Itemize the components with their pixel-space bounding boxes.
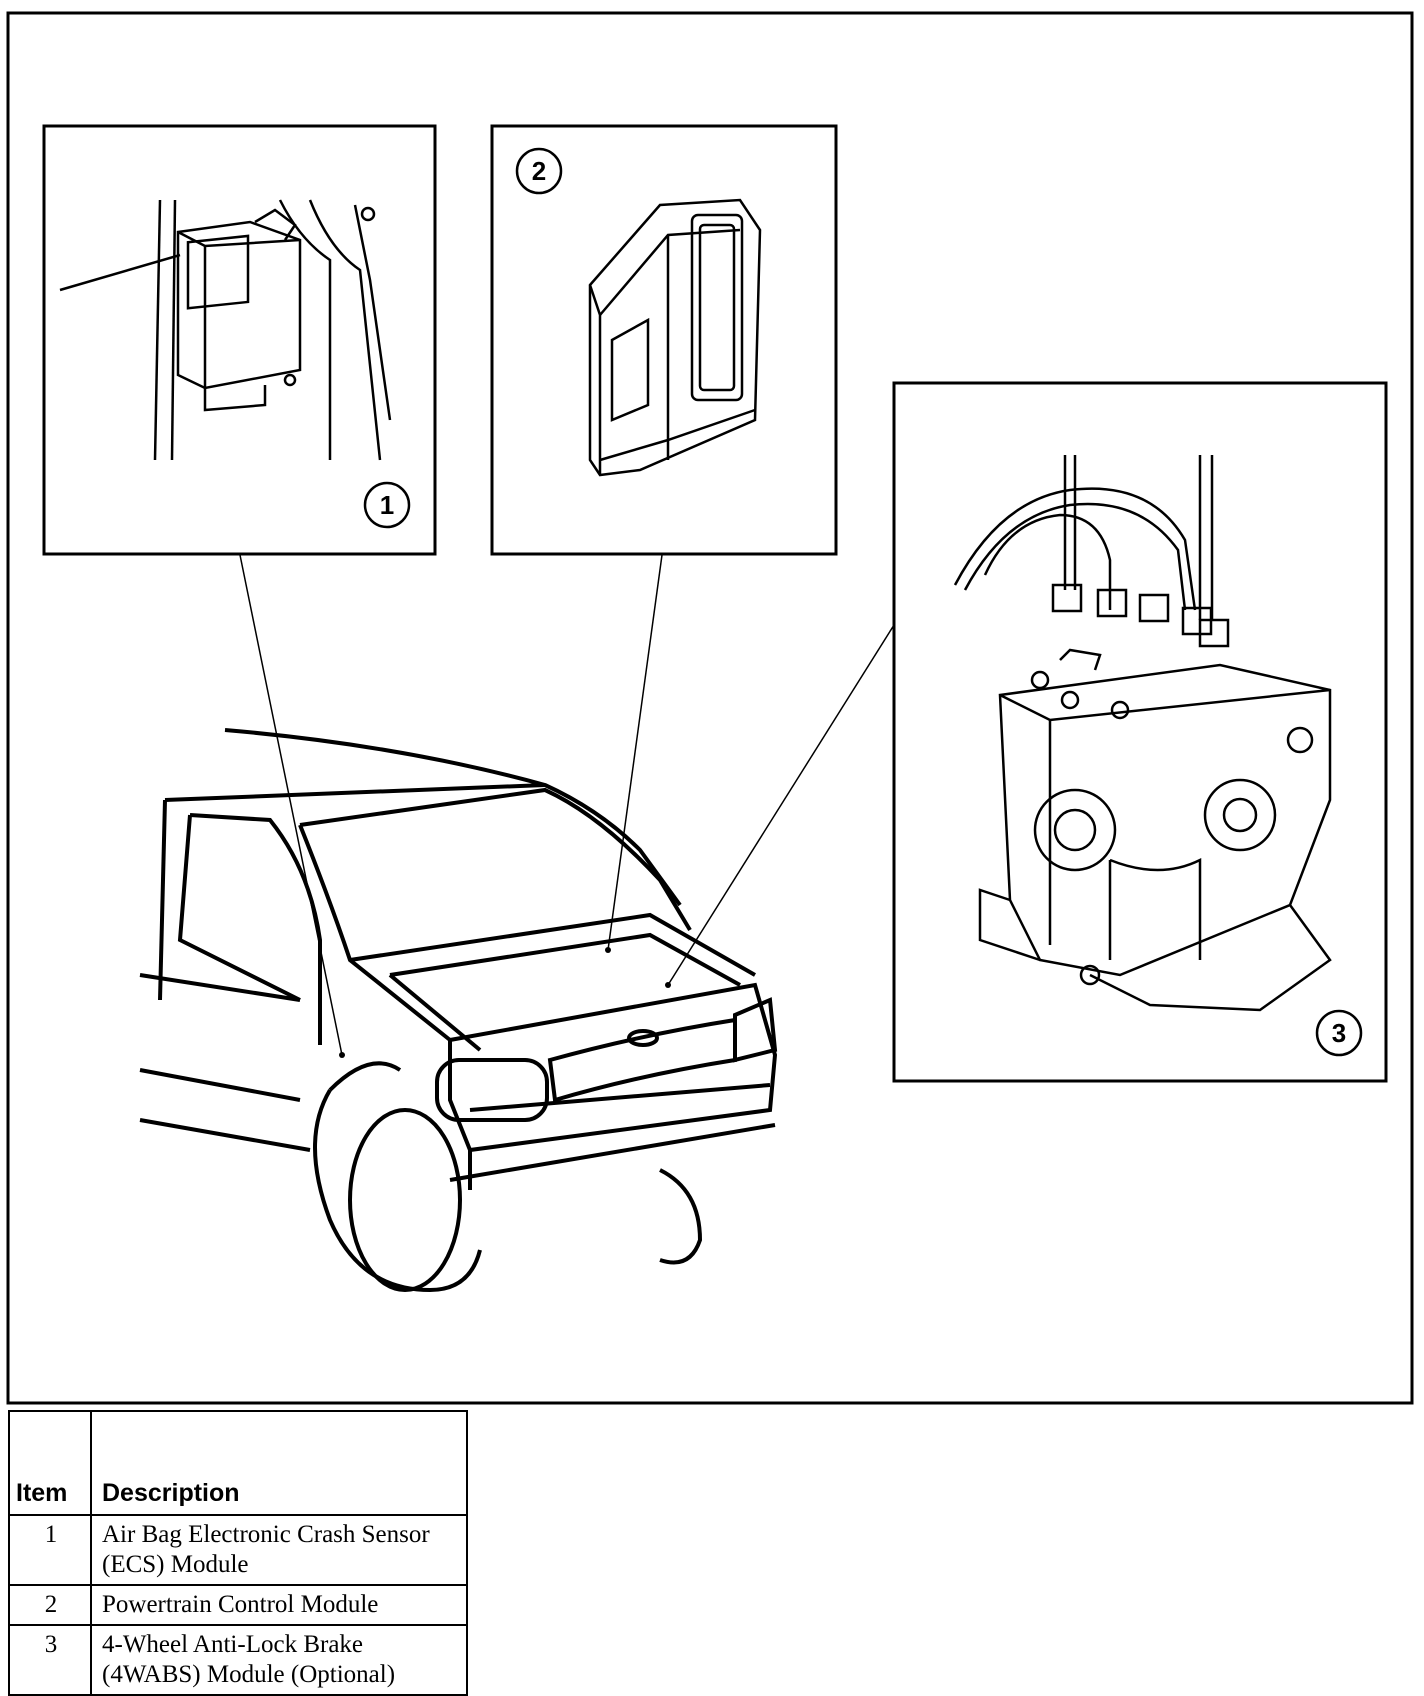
leader-dot-2 [605, 947, 611, 953]
callout-3: 3 [1315, 1009, 1363, 1057]
legend-item-description: Powertrain Control Module [90, 1584, 468, 1626]
legend-header-item: Item [8, 1410, 92, 1516]
callout-1-label: 1 [380, 490, 394, 520]
leader-dot-3 [665, 982, 671, 988]
legend-item-description: Air Bag Electronic Crash Sensor (ECS) Mo… [90, 1514, 468, 1586]
table-row: 1 Air Bag Electronic Crash Sensor (ECS) … [8, 1514, 468, 1586]
van-illustration [139, 728, 778, 1293]
legend-item-number: 3 [8, 1624, 92, 1696]
inset-pcm [490, 124, 838, 556]
legend-item-number: 1 [8, 1514, 92, 1586]
callout-2-label: 2 [532, 156, 546, 186]
legend-item-description: 4-Wheel Anti-Lock Brake (4WABS) Module (… [90, 1624, 468, 1696]
table-row: 3 4-Wheel Anti-Lock Brake (4WABS) Module… [8, 1624, 468, 1696]
leader-dot-1 [339, 1052, 345, 1058]
callout-2: 2 [515, 147, 563, 195]
legend-item-number: 2 [8, 1584, 92, 1626]
table-row: 2 Powertrain Control Module [8, 1584, 468, 1626]
legend-table: Item Description 1 Air Bag Electronic Cr… [8, 1410, 468, 1696]
inset-ecs-module [42, 124, 437, 556]
legend-header-description: Description [90, 1410, 468, 1516]
leader-lines [239, 554, 895, 1056]
callout-1: 1 [363, 481, 411, 529]
diagram-frame [6, 11, 1414, 1405]
legend-header-row: Item Description [8, 1410, 468, 1516]
callout-3-label: 3 [1332, 1018, 1346, 1048]
inset-4wabs [892, 381, 1388, 1083]
